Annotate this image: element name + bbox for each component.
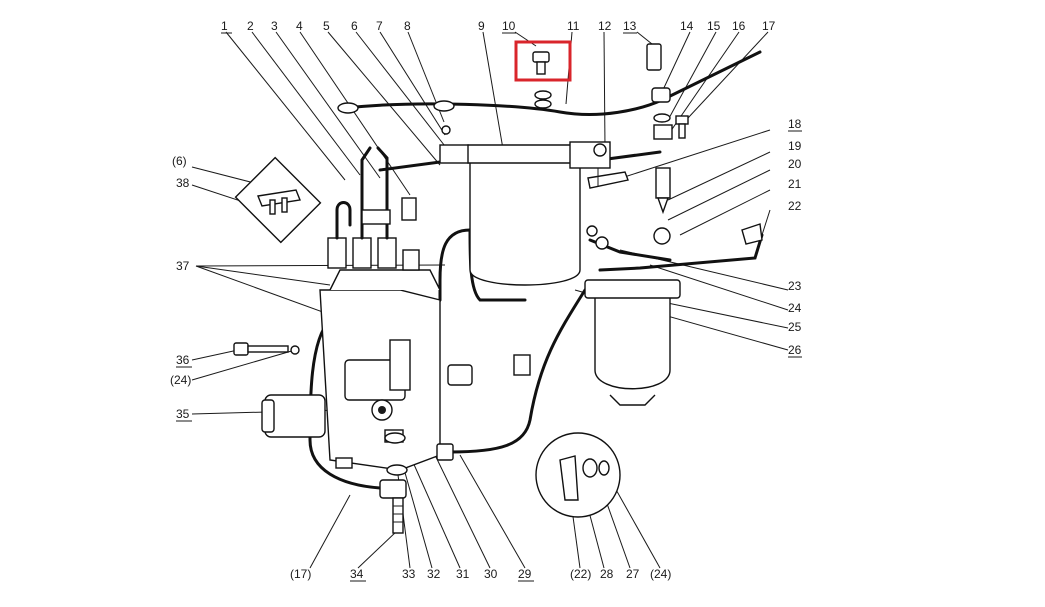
callout-26: 26 <box>788 343 802 357</box>
highlight-box-part-10[interactable] <box>514 40 572 82</box>
callout-20: 20 <box>788 157 802 171</box>
callout-15: 15 <box>707 19 721 33</box>
callout-17: 17 <box>762 19 776 33</box>
callout-37: 37 <box>176 259 190 273</box>
callout-8: 8 <box>404 19 411 33</box>
callout-34: 34 <box>350 567 364 581</box>
callout-11: 11 <box>567 19 580 33</box>
callout-38: 38 <box>176 176 190 190</box>
delivery-valves <box>327 146 420 271</box>
callout-6-paren: (6) <box>172 154 187 168</box>
callout-4: 4 <box>296 19 303 33</box>
callout-6: 6 <box>351 19 358 33</box>
callout-labels-bottom: (17) 34 33 32 31 30 29 (22) 28 27 (24) <box>290 567 671 581</box>
callout-31: 31 <box>456 567 470 581</box>
callout-35: 35 <box>176 407 190 421</box>
callout-19: 19 <box>788 139 802 153</box>
callout-23: 23 <box>788 279 802 293</box>
label-underlines <box>176 32 802 582</box>
callout-2: 2 <box>247 19 254 33</box>
detail-inset-38 <box>234 156 322 244</box>
callout-7: 7 <box>376 19 383 33</box>
callout-36: 36 <box>176 353 190 367</box>
callout-33: 33 <box>402 567 416 581</box>
fuel-filter-1 <box>439 141 611 286</box>
callout-18: 18 <box>788 117 802 131</box>
callout-9: 9 <box>478 19 485 33</box>
callout-labels-top: 1 2 3 4 5 6 7 8 9 10 11 12 13 14 15 16 1… <box>221 19 776 33</box>
callout-22: 22 <box>788 199 802 213</box>
callout-27: 27 <box>626 567 640 581</box>
callout-10: 10 <box>502 19 516 33</box>
callout-16: 16 <box>732 19 746 33</box>
callout-22-paren: (22) <box>570 567 591 581</box>
callout-24-paren: (24) <box>170 373 191 387</box>
callout-17-paren: (17) <box>290 567 311 581</box>
callout-labels-right: 18 19 20 21 22 23 24 25 26 <box>788 117 802 357</box>
callout-24-paren-btm: (24) <box>650 567 671 581</box>
fuel-filter-2 <box>584 279 681 406</box>
small-parts <box>233 43 763 534</box>
callout-32: 32 <box>427 567 441 581</box>
callout-29: 29 <box>518 567 532 581</box>
detail-inset-bracket <box>535 432 621 518</box>
callout-13: 13 <box>623 19 637 33</box>
callout-24: 24 <box>788 301 802 315</box>
callout-21: 21 <box>788 177 802 191</box>
callout-5: 5 <box>323 19 330 33</box>
callout-28: 28 <box>600 567 614 581</box>
injection-pump-body <box>261 269 441 471</box>
callout-labels-left: (6) 38 37 36 (24) 35 <box>170 154 191 421</box>
callout-1: 1 <box>221 19 228 33</box>
callout-25: 25 <box>788 320 802 334</box>
callout-3: 3 <box>271 19 278 33</box>
callout-12: 12 <box>598 19 612 33</box>
callout-14: 14 <box>680 19 694 33</box>
callout-30: 30 <box>484 567 498 581</box>
